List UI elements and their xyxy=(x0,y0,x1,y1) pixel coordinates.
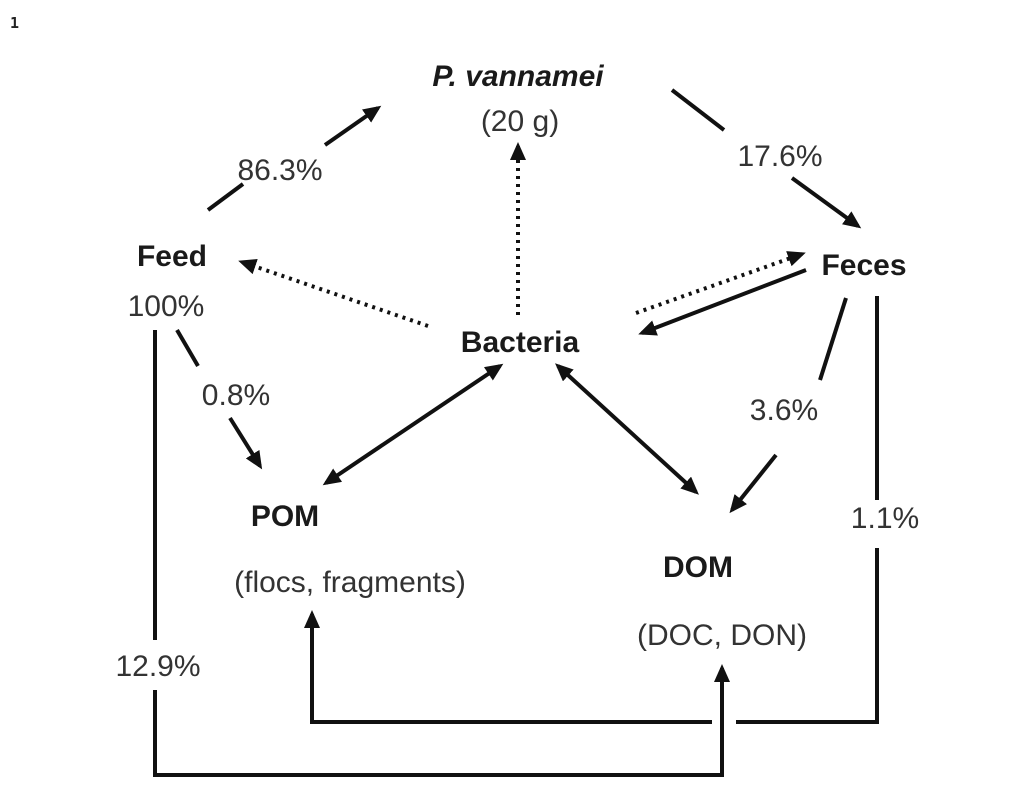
feces-to-dom-line xyxy=(818,297,848,381)
bacteria-pom-double-arrow xyxy=(322,363,504,486)
flow-shrimp-to-feces: 17.6% xyxy=(737,140,822,173)
flow-feed-to-shrimp: 86.3% xyxy=(237,154,322,187)
node-pom: POM xyxy=(251,500,319,533)
feces-to-pom-arrow xyxy=(304,610,712,724)
feed-to-shrimp-arrow xyxy=(323,105,382,147)
flow-feces-to-dom: 3.6% xyxy=(750,394,818,427)
flow-feces-to-pom-dom: 1.1% xyxy=(851,502,919,535)
pom-description: (flocs, fragments) xyxy=(234,566,466,599)
feed-to-shrimp-line xyxy=(206,182,245,212)
feed-percent: 100% xyxy=(128,290,205,323)
arrows xyxy=(153,88,879,777)
flow-feed-to-dom: 12.9% xyxy=(115,650,200,683)
node-feed: Feed xyxy=(137,240,207,273)
node-feces: Feces xyxy=(821,249,906,282)
flow-feed-to-pom: 0.8% xyxy=(202,379,270,412)
node-bacteria: Bacteria xyxy=(461,326,580,359)
bacteria-to-feces-dotted-arrow xyxy=(635,251,806,315)
shrimp-to-feces-line xyxy=(670,88,726,132)
node-dom: DOM xyxy=(663,551,733,584)
feces-to-bacteria-arrow xyxy=(638,268,807,336)
feed-to-pom-line xyxy=(175,328,200,368)
node-shrimp: P. vannamei xyxy=(432,60,604,93)
shrimp-to-feces-arrow xyxy=(790,176,862,229)
feed-to-pom-arrow xyxy=(228,416,263,470)
feces-to-dom-arrow xyxy=(729,453,778,514)
feces-return-line xyxy=(736,548,879,724)
bacteria-dom-double-arrow xyxy=(555,363,699,495)
bacteria-to-feed-dotted-arrow xyxy=(238,258,429,328)
dom-description: (DOC, DON) xyxy=(637,619,807,652)
feed-to-dom-arrow xyxy=(153,664,730,777)
figure-number: 1 xyxy=(10,14,19,32)
shrimp-weight: (20 g) xyxy=(481,105,559,138)
